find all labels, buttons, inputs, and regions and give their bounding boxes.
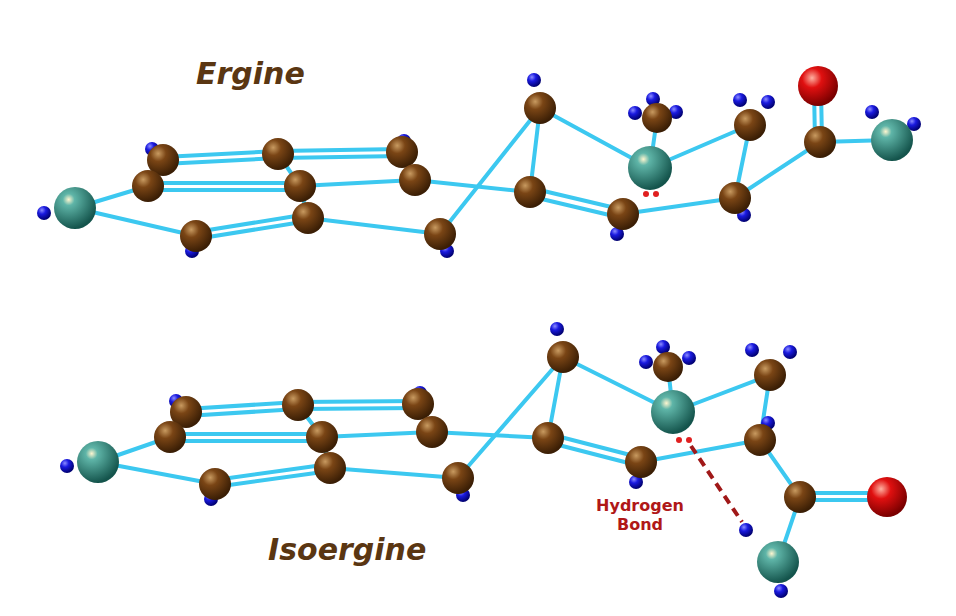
molecule-name: Ergine [196, 56, 305, 91]
bond-lines [98, 357, 885, 562]
hydrogen-atoms [60, 322, 797, 598]
molecule-name: Isoergine [268, 532, 426, 567]
bond-label: Hydrogen Bond [590, 496, 690, 534]
hydrogen-bond-line [691, 446, 742, 522]
heavy-atoms [54, 66, 913, 252]
heavy-atoms [77, 341, 907, 583]
bond-lines [75, 88, 890, 239]
hydrogen-atoms [37, 73, 921, 258]
